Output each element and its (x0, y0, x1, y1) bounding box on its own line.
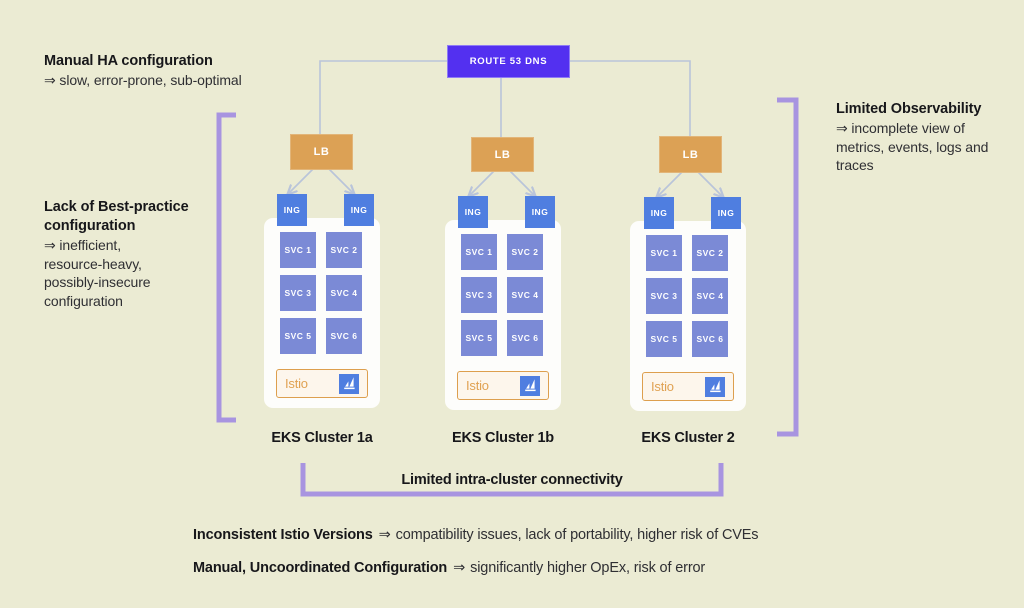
istio-sailboat-icon (339, 373, 359, 394)
wire-lb-to-ing-1b-right (508, 169, 535, 196)
service-1b-1[interactable]: SVC 1 (461, 234, 497, 270)
ingress-1b-left-label: ING (464, 207, 482, 217)
service-2-6-label: SVC 6 (696, 334, 724, 344)
service-2-4[interactable]: SVC 4 (692, 278, 728, 314)
note-observability: Limited Observability ⇒ incomplete view … (836, 100, 1024, 175)
load-balancer-1a[interactable]: LB (290, 134, 353, 170)
intra-cluster-connectivity-label: Limited intra-cluster connectivity (401, 472, 623, 488)
route53-dns-label: ROUTE 53 DNS (469, 56, 548, 67)
note-observability-body: ⇒ incomplete view of metrics, events, lo… (836, 120, 989, 174)
bracket-right (777, 97, 799, 437)
istio-mesh-2-label: Istio (651, 379, 674, 394)
footer-line-istio-versions-arrow: ⇒ (378, 527, 391, 543)
service-2-5[interactable]: SVC 5 (646, 321, 682, 357)
service-2-1-label: SVC 1 (650, 248, 678, 258)
service-2-3[interactable]: SVC 3 (646, 278, 682, 314)
footer-line-manual-config: Manual, Uncoordinated Configuration ⇒sign… (193, 560, 705, 576)
service-1b-5-label: SVC 5 (465, 333, 493, 343)
footer-line-istio-versions: Inconsistent Istio Versions ⇒compatibilit… (193, 527, 759, 543)
cluster-label-2: EKS Cluster 2 (641, 430, 735, 446)
ingress-1a-left-label: ING (283, 205, 301, 215)
service-1a-3-label: SVC 3 (284, 288, 312, 298)
load-balancer-1b-label: LB (494, 148, 511, 161)
wire-lb-to-ing-1a-left (288, 167, 315, 194)
istio-sailboat-icon (520, 375, 540, 396)
footer-line-istio-versions-body: compatibility issues, lack of portabilit… (395, 527, 759, 543)
note-best-practice-body: ⇒ inefficient, resource-heavy, possibly-… (44, 237, 151, 309)
service-1b-4[interactable]: SVC 4 (507, 277, 543, 313)
service-1b-1-label: SVC 1 (465, 247, 493, 257)
cluster-label-1b: EKS Cluster 1b (452, 430, 554, 446)
service-1b-5[interactable]: SVC 5 (461, 320, 497, 356)
service-1b-6-label: SVC 6 (511, 333, 539, 343)
service-2-2-label: SVC 2 (696, 248, 724, 258)
route53-dns-box[interactable]: ROUTE 53 DNS (447, 45, 570, 78)
service-1b-3-label: SVC 3 (465, 290, 493, 300)
ingress-2-right[interactable]: ING (711, 197, 741, 229)
service-2-4-label: SVC 4 (696, 291, 724, 301)
service-1b-6[interactable]: SVC 6 (507, 320, 543, 356)
service-2-1[interactable]: SVC 1 (646, 235, 682, 271)
ingress-2-left-label: ING (650, 208, 668, 218)
istio-mesh-1a[interactable]: Istio (276, 369, 368, 398)
service-1b-4-label: SVC 4 (511, 290, 539, 300)
wire-lb-to-ing-1a-right (327, 167, 354, 194)
load-balancer-2-label: LB (682, 148, 699, 161)
service-1a-1-label: SVC 1 (284, 245, 312, 255)
ingress-1b-right-label: ING (531, 207, 549, 217)
service-2-5-label: SVC 5 (650, 334, 678, 344)
service-1a-3[interactable]: SVC 3 (280, 275, 316, 311)
ingress-1a-right-label: ING (350, 205, 368, 215)
ingress-1a-right[interactable]: ING (344, 194, 374, 226)
load-balancer-2[interactable]: LB (659, 136, 722, 173)
service-1a-2-label: SVC 2 (330, 245, 358, 255)
service-1b-3[interactable]: SVC 3 (461, 277, 497, 313)
service-1a-6[interactable]: SVC 6 (326, 318, 362, 354)
service-2-3-label: SVC 3 (650, 291, 678, 301)
istio-mesh-2[interactable]: Istio (642, 372, 734, 401)
wire-lb-to-ing-1b-left (469, 169, 496, 196)
istio-mesh-1a-label: Istio (285, 376, 308, 391)
service-1a-2[interactable]: SVC 2 (326, 232, 362, 268)
load-balancer-1a-label: LB (313, 146, 330, 158)
ingress-1a-left[interactable]: ING (277, 194, 307, 226)
note-best-practice-title: Lack of Best-practice configuration (44, 199, 189, 235)
service-1b-2-label: SVC 2 (511, 247, 539, 257)
footer-line-manual-config-arrow: ⇒ (453, 560, 466, 576)
service-2-2[interactable]: SVC 2 (692, 235, 728, 271)
load-balancer-1b[interactable]: LB (471, 137, 534, 172)
note-manual-ha: Manual HA configuration ⇒ slow, error-pr… (44, 52, 344, 90)
ingress-2-right-label: ING (717, 208, 735, 218)
service-1a-5[interactable]: SVC 5 (280, 318, 316, 354)
wire-lb-to-ing-2-left (657, 170, 684, 197)
note-observability-title: Limited Observability (836, 101, 982, 117)
wire-dns-to-lb-2 (568, 60, 691, 136)
wire-lb-to-ing-2-right (696, 170, 723, 197)
footer-line-istio-versions-title: Inconsistent Istio Versions (193, 527, 373, 543)
ingress-2-left[interactable]: ING (644, 197, 674, 229)
service-1b-2[interactable]: SVC 2 (507, 234, 543, 270)
service-1a-6-label: SVC 6 (330, 331, 358, 341)
service-1a-1[interactable]: SVC 1 (280, 232, 316, 268)
service-1a-4[interactable]: SVC 4 (326, 275, 362, 311)
note-best-practice: Lack of Best-practice configuration ⇒ in… (44, 198, 224, 310)
note-manual-ha-title: Manual HA configuration (44, 53, 213, 69)
istio-mesh-1b[interactable]: Istio (457, 371, 549, 400)
service-1a-4-label: SVC 4 (330, 288, 358, 298)
ingress-1b-right[interactable]: ING (525, 196, 555, 228)
footer-line-manual-config-body: significantly higher OpEx, risk of error (470, 560, 706, 576)
service-1a-5-label: SVC 5 (284, 331, 312, 341)
cluster-label-1a: EKS Cluster 1a (271, 430, 373, 446)
ingress-1b-left[interactable]: ING (458, 196, 488, 228)
service-2-6[interactable]: SVC 6 (692, 321, 728, 357)
note-manual-ha-body: ⇒ slow, error-prone, sub-optimal (44, 72, 242, 89)
footer-line-manual-config-title: Manual, Uncoordinated Configuration (193, 560, 448, 576)
istio-mesh-1b-label: Istio (466, 378, 489, 393)
istio-sailboat-icon (705, 376, 725, 397)
